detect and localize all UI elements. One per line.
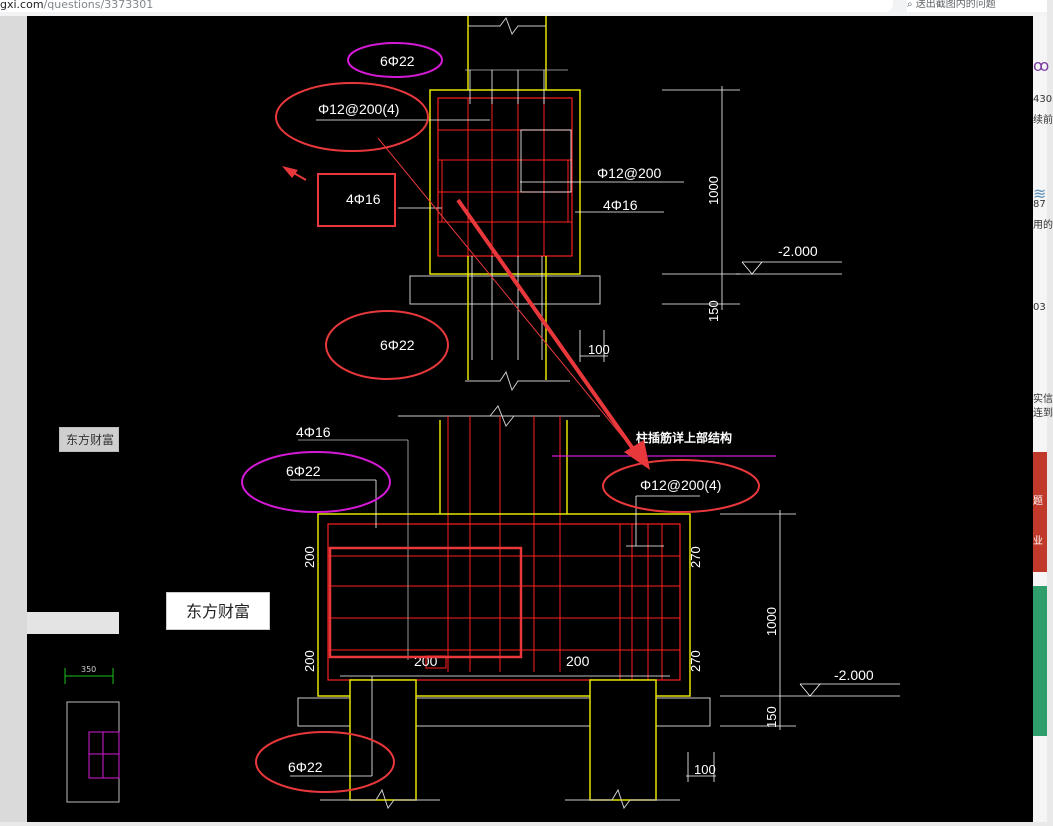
bottom-dim-270-right-1: 270 (688, 546, 703, 568)
thumbnail-svg: 350 (64, 665, 120, 803)
sidebar-banner-green[interactable] (1033, 586, 1047, 736)
annotation-ellipse-6phi22-bottom-top (241, 451, 391, 513)
search-input[interactable]: ⌕ 送出截图内的问题 (907, 0, 1047, 12)
bottom-dim-100: 100 (694, 762, 716, 777)
sidebar-text-5: 03 (1033, 302, 1046, 313)
left-page-margin (0, 16, 27, 822)
sidebar-text-3: 87 (1033, 199, 1046, 210)
thumbnail-panel[interactable]: 350 (27, 612, 120, 822)
sidebar-banner-text-1: 题 (1033, 496, 1043, 507)
top-column-detail: 6Φ22 Φ12@200(4) 4Φ16 Φ12@200 4Φ16 6Φ22 1… (316, 16, 842, 392)
annotation-ellipse-6phi22-top (347, 42, 443, 78)
annotation-box-4phi16 (317, 173, 396, 227)
annotation-arrowhead-small (282, 166, 298, 178)
annotation-arrow-main (456, 198, 640, 458)
bottom-dim-200-mid-2: 200 (566, 653, 590, 669)
annotation-box-bottom (328, 546, 523, 659)
right-sidebar: ꝏ 430 续前 ≋ 87 用的 03 实信 连到 题 业 (1033, 16, 1053, 822)
top-label-6phi22-top: 6Φ22 (380, 53, 415, 69)
search-icon: ⌕ (907, 0, 916, 10)
bottom-label-6phi22-bottom: 6Φ22 (288, 759, 323, 775)
annotation-ellipse-6phi22-mid (325, 310, 449, 380)
bottom-dim-1000: 1000 (764, 607, 779, 636)
bottom-dim-150: 150 (764, 706, 779, 728)
browser-bar: gxi.com/questions/3373301 ⌕ 送出截图内的问题 (0, 0, 1047, 16)
sidebar-banner[interactable]: 题 业 (1033, 452, 1047, 572)
stack-icon: ≋ (1033, 184, 1047, 203)
bottom-label-4phi16: 4Φ16 (296, 424, 331, 440)
annotation-ellipse-phi12-bottom (602, 459, 760, 513)
address-bar[interactable]: gxi.com/questions/3373301 (0, 0, 893, 12)
bottom-beam-detail: 4Φ16 6Φ22 柱插筋详上部结构 Φ12@200(4) 200 200 27… (286, 405, 900, 810)
top-label-4phi16-box: 4Φ16 (346, 191, 381, 207)
top-elevation: -2.000 (778, 243, 818, 259)
sidebar-text-7: 连到 (1033, 408, 1053, 419)
profile-icon: ꝏ (1033, 56, 1050, 75)
top-dim-150: 150 (706, 300, 721, 322)
thumbnail-dim: 350 (81, 665, 96, 674)
bottom-dim-200-left-2: 200 (302, 650, 317, 672)
sidebar-text-1: 430 (1033, 94, 1053, 105)
search-placeholder: 送出截图内的问题 (915, 0, 996, 10)
bottom-label-note: 柱插筋详上部结构 (636, 430, 732, 445)
annotation-ellipse-phi12 (275, 82, 429, 152)
watermark-large: 东方财富 (166, 592, 270, 630)
cad-drawing-image: 6Φ22 Φ12@200(4) 4Φ16 Φ12@200 4Φ16 6Φ22 1… (27, 16, 1033, 822)
bottom-dim-270-right-2: 270 (688, 650, 703, 672)
sidebar-text-6: 实信 (1033, 394, 1053, 405)
bottom-label-phi12-200-4: Φ12@200(4) (640, 477, 721, 493)
annotation-ellipse-6phi22-bottom (255, 731, 395, 793)
cad-drawing-svg: 6Φ22 Φ12@200(4) 4Φ16 Φ12@200 4Φ16 6Φ22 1… (241, 16, 900, 810)
markup-annotations (241, 42, 760, 793)
top-label-phi12-200-4: Φ12@200(4) (318, 101, 399, 117)
bottom-dim-200-mid: 200 (414, 653, 438, 669)
top-dim-100: 100 (588, 342, 610, 357)
top-label-6phi22-bottom: 6Φ22 (380, 337, 415, 353)
top-dim-1000: 1000 (706, 176, 721, 205)
top-label-phi12-200: Φ12@200 (597, 165, 662, 181)
sidebar-text-4: 用的 (1033, 220, 1053, 231)
sidebar-text-2: 续前 (1033, 115, 1053, 126)
bottom-elevation: -2.000 (834, 667, 874, 683)
bottom-dim-200-left-1: 200 (302, 546, 317, 568)
watermark-small: 东方财富 (59, 427, 119, 452)
thumbnail-preview: 350 (27, 634, 120, 822)
bottom-label-6phi22-top: 6Φ22 (286, 463, 321, 479)
top-label-4phi16-right: 4Φ16 (603, 197, 638, 213)
sidebar-banner-text-2: 业 (1033, 536, 1043, 547)
url-path: /questions/3373301 (43, 0, 154, 11)
url-host: gxi.com (0, 0, 44, 11)
